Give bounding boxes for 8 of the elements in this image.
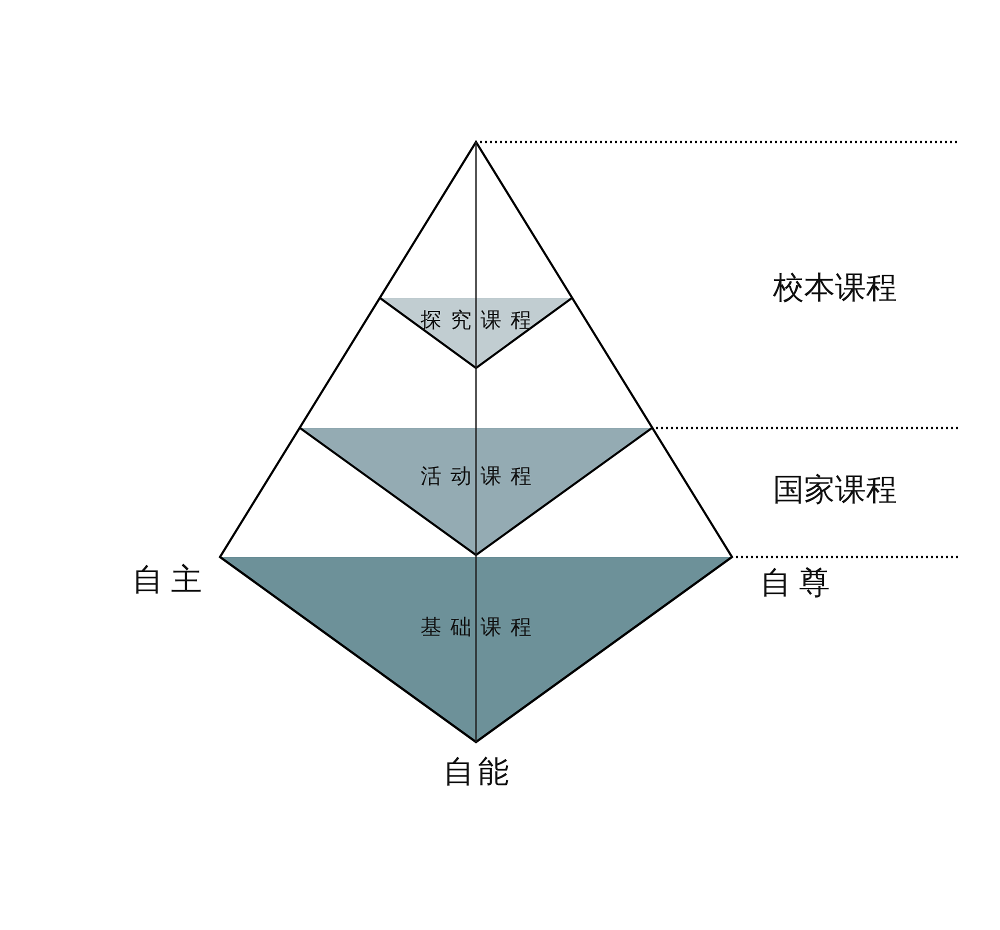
- layer-label: 探究课程: [420, 307, 540, 334]
- layer-label: 基础课程: [420, 614, 540, 641]
- side-label: 自能: [442, 753, 513, 792]
- side-label: 校本课程: [773, 269, 897, 308]
- side-label: 自尊: [759, 564, 838, 603]
- layer-label: 活动课程: [420, 463, 540, 490]
- side-label: 自主: [131, 561, 210, 600]
- side-label: 国家课程: [773, 471, 897, 510]
